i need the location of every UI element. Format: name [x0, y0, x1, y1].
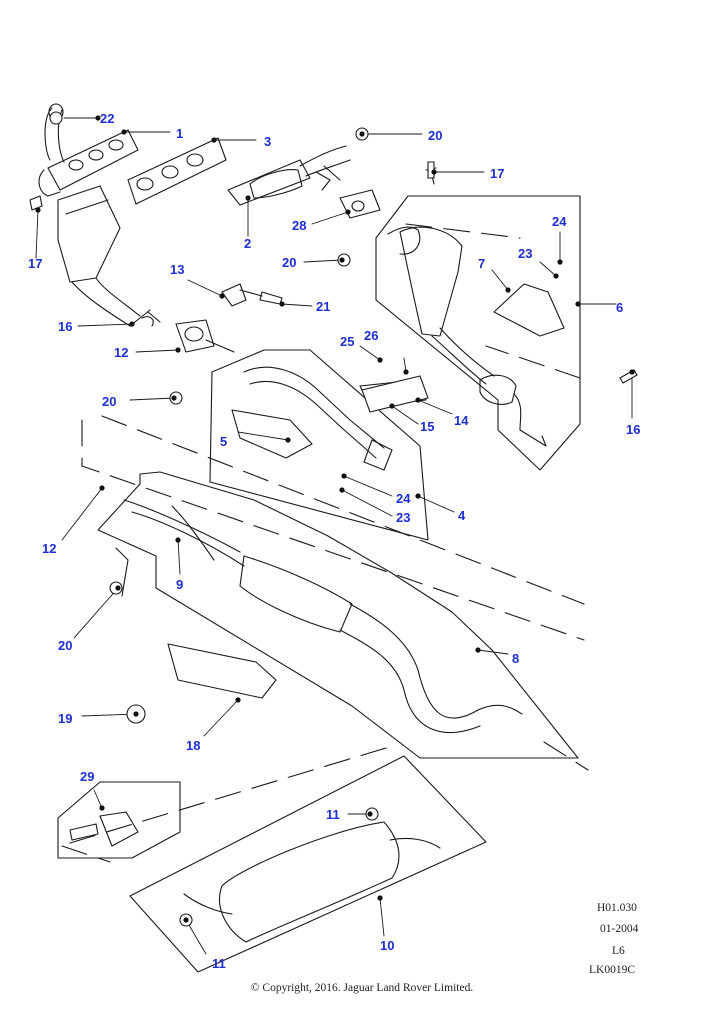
front-catalyst: [227, 145, 351, 206]
right-catalyst-assembly: [375, 167, 581, 471]
callout-5: 5: [220, 434, 227, 449]
callout-25: 25: [340, 334, 354, 349]
mounting-bracket: [221, 283, 263, 307]
callout-15: 15: [420, 419, 434, 434]
gasket-ring: [339, 189, 381, 219]
reference-illustration-code: LK0019C: [589, 964, 635, 976]
callout-29: 29: [80, 769, 94, 784]
callout-labels: 22 1 3 20 17 17 2 28 24 23 20 7 6 13 21 …: [28, 111, 640, 971]
reference-date: 01-2004: [600, 923, 639, 935]
callout-3: 3: [264, 134, 271, 149]
callout-14: 14: [454, 413, 469, 428]
fasteners: [49, 111, 638, 927]
copyright-notice: © Copyright, 2016. Jaguar Land Rover Lim…: [250, 982, 474, 994]
isolator-14: [361, 375, 429, 413]
callout-19: 19: [58, 711, 72, 726]
reference-model: L6: [612, 945, 625, 957]
callout-18: 18: [186, 738, 200, 753]
callout-24: 24: [396, 491, 411, 506]
callout-23: 23: [518, 246, 532, 261]
manifold-catalyst-left: [29, 103, 235, 353]
rear-silencer: [129, 755, 487, 973]
callout-10: 10: [380, 938, 394, 953]
callout-2: 2: [244, 236, 251, 251]
callout-13: 13: [170, 262, 184, 277]
callout-9: 9: [176, 577, 183, 592]
callout-4: 4: [458, 508, 466, 523]
leader-dots: [35, 115, 635, 923]
callout-11: 11: [212, 956, 226, 971]
leader-lines: [35, 117, 633, 955]
callout-20: 20: [282, 255, 296, 270]
callout-17: 17: [490, 166, 504, 181]
callout-20: 20: [58, 638, 72, 653]
callout-20: 20: [102, 394, 116, 409]
callout-23: 23: [396, 510, 410, 525]
callout-17: 17: [28, 256, 42, 271]
callout-12: 12: [114, 345, 128, 360]
callout-6: 6: [616, 300, 623, 315]
callout-16: 16: [58, 319, 72, 334]
clamp-kit: [57, 781, 181, 859]
callout-20: 20: [428, 128, 442, 143]
resonator-pipe-assembly: [97, 471, 579, 759]
gasket-plate: [127, 137, 227, 205]
callout-12: 12: [42, 541, 56, 556]
guide-lines: [59, 223, 589, 863]
callout-22: 22: [100, 111, 114, 126]
callout-21: 21: [316, 299, 330, 314]
mounting-bolt: [259, 291, 283, 305]
reference-code: H01.030: [597, 902, 637, 914]
nut-22: [49, 111, 63, 125]
callout-1: 1: [176, 126, 183, 141]
callout-28: 28: [292, 218, 306, 233]
callout-7: 7: [478, 256, 485, 271]
callout-8: 8: [512, 651, 519, 666]
callout-11: 11: [326, 807, 340, 822]
callout-24: 24: [552, 214, 567, 229]
callout-26: 26: [364, 328, 378, 343]
callout-16: 16: [626, 422, 640, 437]
